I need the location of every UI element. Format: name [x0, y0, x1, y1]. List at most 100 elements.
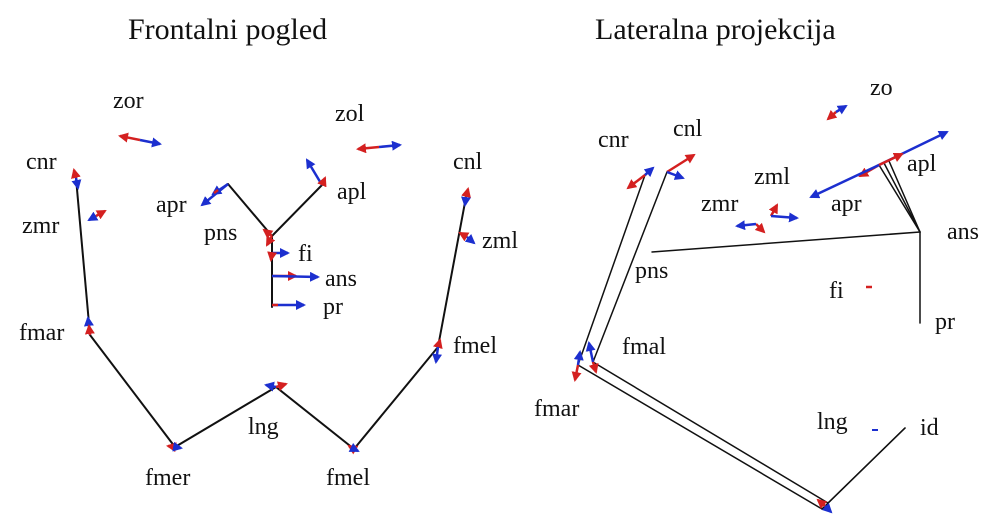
- label-pns: pns: [204, 220, 237, 246]
- label-cnl: cnl: [673, 116, 703, 142]
- vector-arrow: [768, 203, 779, 217]
- vector-arrow: [735, 220, 757, 231]
- lateral-bone: [651, 231, 921, 253]
- vector-arrow: [95, 209, 107, 220]
- label-zo: zo: [870, 75, 893, 101]
- lateral-bone: [878, 164, 921, 233]
- vector-arrow: [172, 441, 183, 452]
- label-id: id: [920, 415, 939, 441]
- vector-arrow: [71, 168, 81, 179]
- lateral-bone: [827, 427, 906, 504]
- vector-arrow: [826, 109, 838, 121]
- label-fmar: fmar: [534, 396, 579, 422]
- label-fmar: fmar: [19, 320, 64, 346]
- label-fmel: fmel: [453, 333, 497, 359]
- lateral-panel: Lateralna projekcija: [534, 13, 979, 514]
- frontal-contour: [75, 177, 467, 451]
- label-pr: pr: [323, 294, 343, 320]
- vector-arrow: [464, 233, 476, 245]
- label-fmal: fmal: [622, 334, 666, 360]
- vector-arrow: [265, 235, 276, 247]
- vector-arrow: [666, 153, 696, 174]
- label-cnr: cnr: [598, 127, 629, 153]
- vector-arrow: [348, 442, 360, 453]
- vector-arrow: [118, 132, 141, 143]
- label-cnr: cnr: [26, 149, 57, 175]
- vector-arrow: [461, 187, 471, 198]
- vector-arrow: [213, 189, 219, 194]
- lateral-title: Lateralna projekcija: [595, 13, 836, 46]
- vector-arrow: [347, 444, 359, 455]
- vector-arrow: [305, 158, 324, 186]
- label-apr: apr: [831, 191, 862, 217]
- label-zor: zor: [113, 88, 144, 114]
- vector-arrow: [573, 350, 584, 366]
- frontal-labels: zor zol cnr cnl apl apr zmr pns zml fi a…: [19, 88, 518, 491]
- vector-arrow: [264, 381, 277, 392]
- label-ans: ans: [325, 266, 357, 292]
- vector-arrow: [643, 166, 655, 178]
- vector-arrow: [275, 381, 288, 392]
- vector-arrow: [87, 211, 99, 222]
- vector-arrow: [71, 177, 82, 190]
- vector-arrow: [821, 502, 833, 514]
- label-cnl: cnl: [453, 149, 483, 175]
- label-apr: apr: [156, 192, 187, 218]
- label-ans: ans: [947, 219, 979, 245]
- vector-arrow: [461, 196, 471, 207]
- vector-arrow: [432, 346, 443, 364]
- vector-arrow: [84, 324, 95, 336]
- vector-arrow: [878, 152, 904, 167]
- lateral-bone: [577, 174, 646, 366]
- label-lng: lng: [248, 414, 279, 440]
- label-pns: pns: [635, 258, 668, 284]
- label-fmel-bottom: fmel: [326, 465, 370, 491]
- vector-arrow: [271, 271, 320, 282]
- label-pr: pr: [935, 309, 955, 335]
- vector-arrow: [770, 212, 799, 223]
- label-apl: apl: [337, 179, 367, 205]
- vector-arrow: [356, 143, 380, 154]
- label-fmer: fmer: [145, 465, 190, 491]
- vector-arrow: [378, 140, 402, 151]
- vector-arrow: [666, 170, 685, 180]
- vector-arrow: [626, 174, 646, 190]
- lateral-bone: [883, 162, 921, 233]
- vector-arrow: [432, 338, 443, 350]
- vector-arrow: [588, 361, 599, 374]
- label-fi: fi: [298, 241, 313, 267]
- lateral-bone: [577, 364, 823, 510]
- label-zml: zml: [482, 228, 518, 254]
- lateral-bone: [592, 361, 829, 504]
- frontal-vectors: [71, 132, 476, 455]
- lateral-skeleton: [577, 160, 921, 510]
- vector-arrow: [200, 183, 229, 207]
- label-zmr: zmr: [701, 191, 738, 217]
- label-fi: fi: [829, 278, 844, 304]
- vector-arrow: [754, 222, 766, 234]
- vector-arrow: [262, 228, 274, 239]
- lateral-bone: [888, 160, 921, 233]
- label-zml: zml: [754, 164, 790, 190]
- lateral-bone: [592, 171, 668, 363]
- frontal-title: Frontalni pogled: [128, 13, 327, 46]
- vector-arrow: [458, 231, 470, 242]
- label-lng: lng: [817, 409, 848, 435]
- vector-arrow: [139, 137, 162, 148]
- vector-arrow: [835, 104, 848, 115]
- frontal-panel: Frontalni pogled: [19, 13, 518, 491]
- vector-arrow: [166, 442, 177, 453]
- vector-arrow: [809, 163, 880, 199]
- label-zmr: zmr: [22, 213, 59, 239]
- vector-arrow: [267, 251, 278, 262]
- label-zol: zol: [335, 101, 365, 127]
- vector-arrow: [585, 341, 596, 363]
- frontal-ap-line: [227, 183, 323, 238]
- lateral-vectors: [571, 104, 949, 514]
- vector-arrow: [317, 176, 327, 188]
- frontal-skeleton: [75, 177, 467, 451]
- lateral-labels: zo cnr cnl apl zml zmr apr ans pns fi pr…: [534, 75, 979, 441]
- vector-arrow: [571, 364, 582, 382]
